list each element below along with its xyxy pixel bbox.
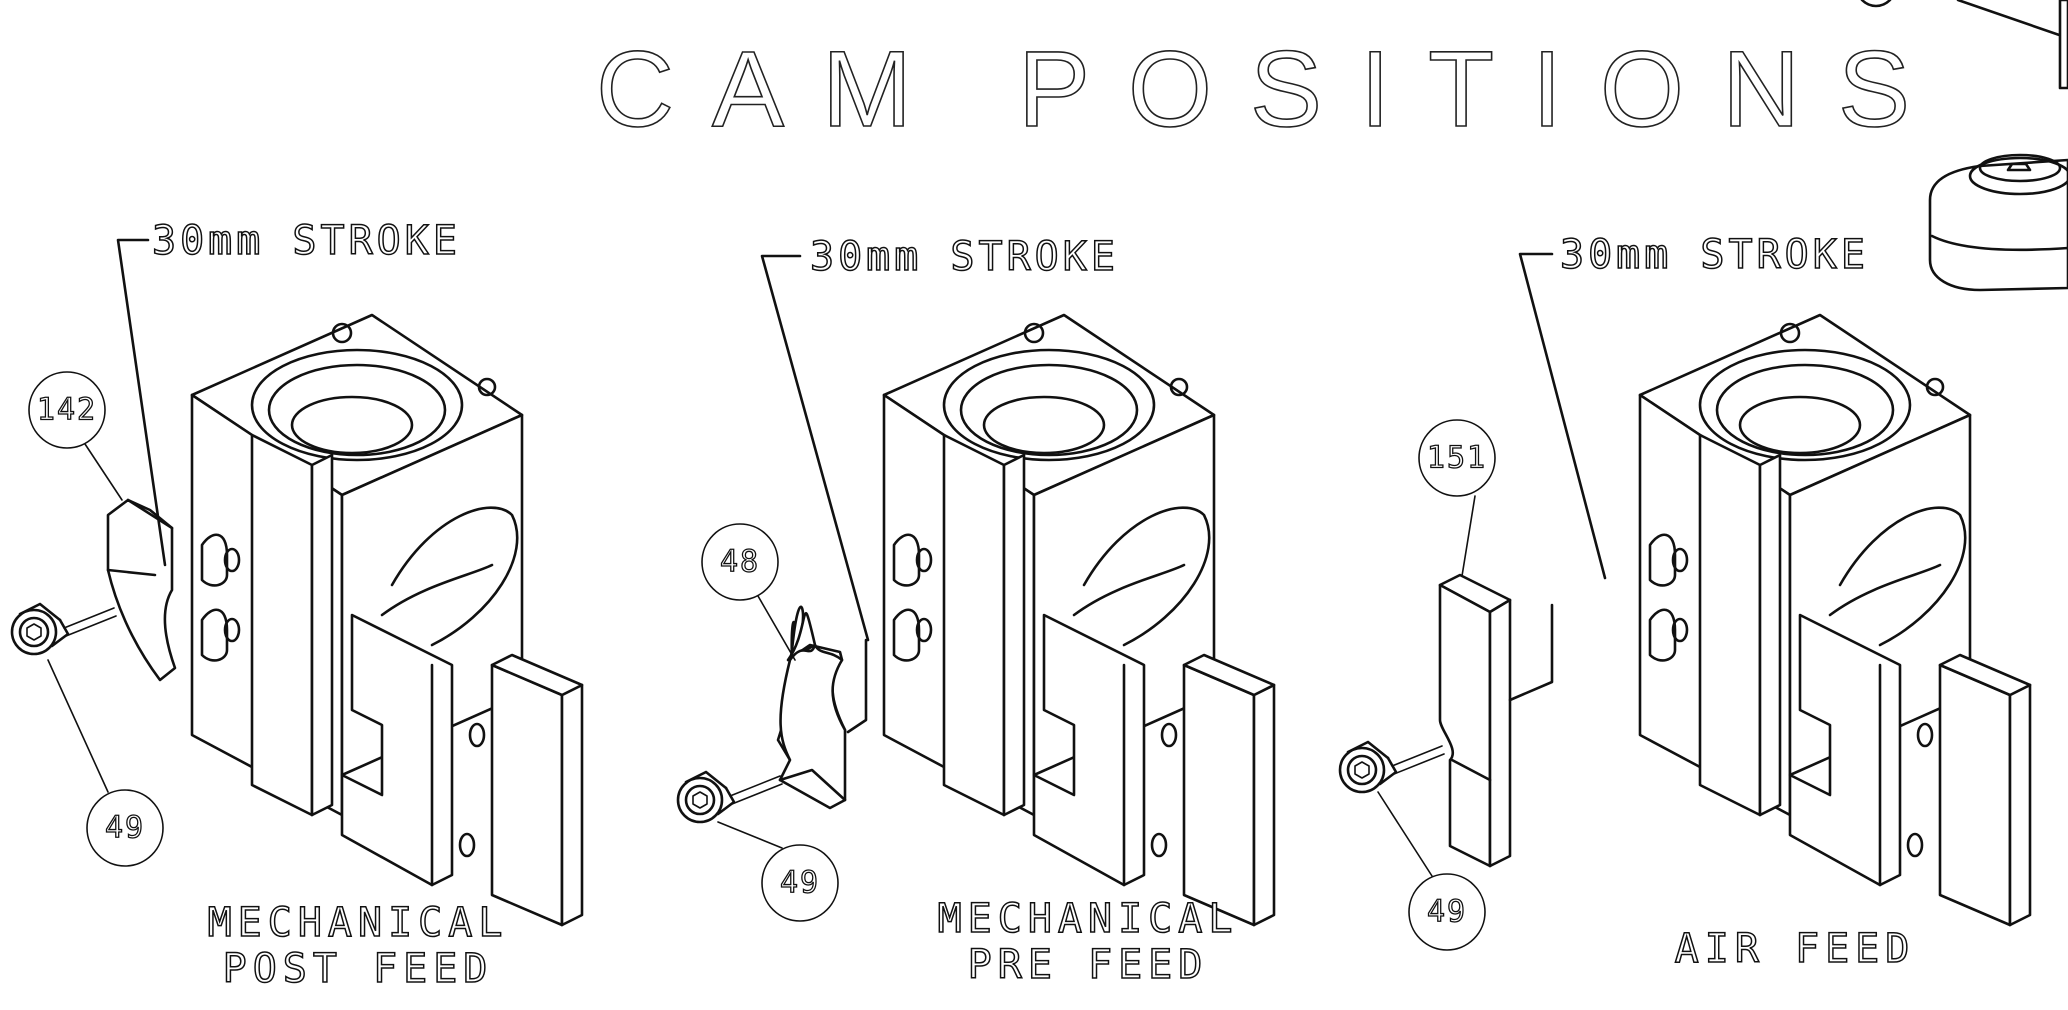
caption-post-feed-line1: MECHANICAL [208, 900, 509, 946]
cam-block-3 [1638, 313, 2032, 927]
view-mechanical-post-feed: 30mm STROKE 142 49 MECHANICAL POST FEED [10, 217, 584, 993]
stroke-leader-3 [1518, 252, 1607, 580]
caption-pre-feed-line2: PRE FEED [968, 942, 1209, 988]
balloon-48: 48 [701, 523, 796, 661]
screw-49-view2 [676, 770, 784, 824]
caption-air-feed: AIR FEED [1675, 926, 1916, 972]
balloon-49-view1: 49 [47, 659, 164, 867]
svg-text:48: 48 [720, 545, 760, 580]
balloon-151: 151 [1418, 419, 1496, 577]
screw-49-view1 [10, 602, 118, 656]
stroke-leader-2 [760, 254, 870, 642]
page-title: CAM POSITIONS [596, 28, 1948, 149]
balloon-49-view2: 49 [717, 821, 839, 922]
cam-part-151 [1438, 573, 1554, 868]
cam-part-142 [106, 498, 177, 682]
stroke-note-3: 30mm STROKE [1560, 232, 1869, 278]
svg-text:142: 142 [37, 393, 97, 428]
svg-text:151: 151 [1427, 441, 1487, 476]
cam-block-1 [190, 313, 584, 927]
svg-text:49: 49 [780, 866, 820, 901]
caption-pre-feed-line1: MECHANICAL [938, 896, 1239, 942]
stroke-leader-1 [116, 238, 167, 567]
stroke-note-1: 30mm STROKE [152, 218, 461, 264]
caption-post-feed-line2: POST FEED [223, 946, 494, 992]
view-air-feed: 30mm STROKE 151 49 AIR FEED [1338, 231, 2032, 973]
svg-text:49: 49 [1427, 895, 1467, 930]
view-mechanical-pre-feed: 30mm STROKE 48 49 MECHANICAL PRE FEED [676, 233, 1276, 989]
screw-49-view3 [1338, 740, 1446, 794]
balloon-49-view3: 49 [1377, 791, 1486, 951]
svg-text:49: 49 [105, 811, 145, 846]
balloon-142: 142 [28, 371, 123, 501]
partial-assembly-corner [1860, 0, 2068, 292]
stroke-note-2: 30mm STROKE [810, 234, 1119, 280]
cam-block-2 [882, 313, 1276, 927]
